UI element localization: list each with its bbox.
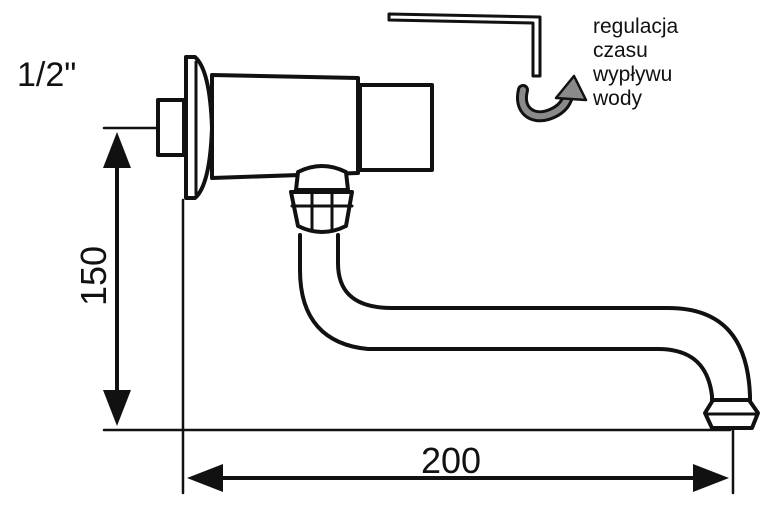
hex-key-icon [387, 12, 542, 78]
note-line: regulacja [593, 15, 679, 38]
wall-connector [156, 55, 214, 200]
vertical-dimension-label: 150 [73, 245, 114, 307]
spout-pipe [298, 233, 752, 402]
vertical-dimension [102, 126, 732, 432]
valve-body [210, 73, 434, 180]
adjustment-note: regulacja czasu wypływu wody [593, 15, 753, 111]
swivel-nut [289, 164, 354, 234]
horizontal-dimension-label: 200 [421, 440, 482, 481]
note-line: wody [593, 87, 643, 110]
horizontal-dimension [181, 198, 735, 495]
note-line: wypływu [593, 63, 673, 86]
thread-size-label: 1/2" [17, 56, 77, 94]
aerator-nozzle [703, 398, 760, 430]
rotation-arrow-icon [516, 74, 588, 123]
note-line: czasu [593, 39, 648, 62]
